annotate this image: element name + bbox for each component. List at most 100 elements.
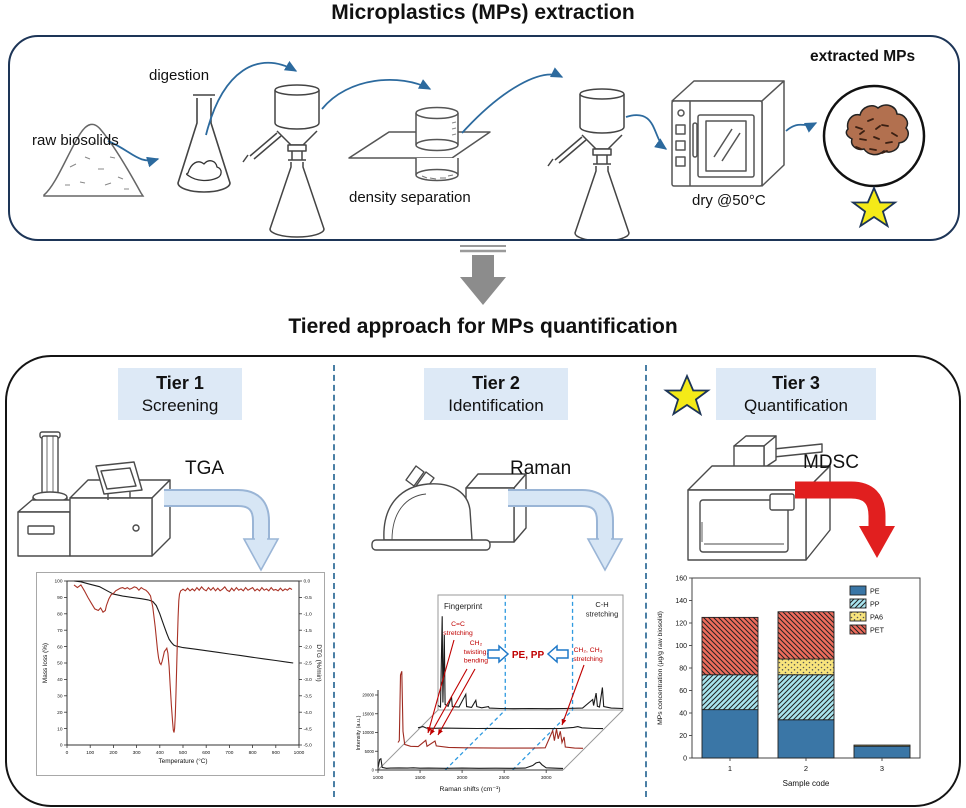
svg-text:3: 3 — [880, 764, 884, 773]
svg-text:DTG (%/min): DTG (%/min) — [315, 644, 322, 681]
svg-text:20: 20 — [57, 710, 63, 716]
tier1-name: Tier 1 — [156, 373, 204, 393]
svg-text:600: 600 — [202, 750, 210, 756]
svg-text:700: 700 — [225, 750, 233, 756]
svg-text:15000: 15000 — [362, 711, 374, 716]
svg-text:60: 60 — [679, 688, 687, 695]
divider-tier1-tier2 — [333, 365, 335, 797]
biosolids-pile-icon — [43, 123, 145, 197]
extraction-box: raw biosolids digestion density separati… — [8, 35, 960, 241]
bar-segment-PP-sample1 — [701, 674, 759, 711]
svg-text:1: 1 — [728, 764, 732, 773]
raman-instrument-illustration — [371, 465, 527, 551]
label-digestion: digestion — [149, 67, 210, 84]
svg-text:90: 90 — [57, 595, 63, 601]
filtration-unit-icon — [242, 84, 325, 238]
bar-segment-PA6-sample3 — [853, 744, 911, 747]
svg-text:50: 50 — [57, 661, 63, 667]
svg-text:100: 100 — [86, 750, 94, 756]
tier2-arrow-icon — [508, 489, 624, 572]
svg-text:100: 100 — [675, 643, 687, 650]
tier3-name: Tier 3 — [772, 373, 820, 393]
bar-segment-PE-sample2 — [777, 719, 835, 759]
svg-text:-1.0: -1.0 — [304, 612, 313, 618]
svg-text:500: 500 — [179, 750, 187, 756]
svg-text:PA6: PA6 — [870, 613, 883, 622]
svg-text:160: 160 — [675, 575, 687, 582]
svg-text:80: 80 — [57, 612, 63, 618]
svg-text:-5.0: -5.0 — [304, 743, 313, 749]
tier3-arrow-icon — [795, 481, 895, 558]
svg-text:-2.5: -2.5 — [304, 661, 313, 667]
svg-text:0: 0 — [683, 755, 687, 762]
label-extracted-mps: extracted MPs — [810, 48, 916, 65]
svg-text:0.0: 0.0 — [304, 579, 311, 585]
svg-text:100: 100 — [54, 579, 62, 585]
svg-text:-2.0: -2.0 — [304, 644, 313, 650]
svg-text:-0.5: -0.5 — [304, 595, 313, 601]
svg-text:bending: bending — [464, 658, 488, 665]
svg-text:-3.5: -3.5 — [304, 694, 313, 700]
svg-text:40: 40 — [57, 677, 63, 683]
svg-text:200: 200 — [109, 750, 117, 756]
tier1-subtitle: Screening — [141, 395, 219, 415]
svg-text:-1.5: -1.5 — [304, 628, 313, 634]
svg-text:400: 400 — [156, 750, 164, 756]
bar-segment-PET-sample2 — [777, 611, 835, 660]
svg-text:10: 10 — [57, 726, 63, 732]
svg-text:stretching: stretching — [573, 656, 603, 663]
svg-text:stretching: stretching — [443, 630, 473, 637]
drying-oven-icon — [671, 80, 785, 187]
svg-text:Temperature (°C): Temperature (°C) — [158, 757, 207, 765]
extraction-illustration — [43, 60, 926, 239]
svg-text:40: 40 — [679, 710, 687, 717]
tier2-subtitle: Identification — [448, 395, 544, 415]
svg-text:80: 80 — [679, 665, 687, 672]
label-density-separation: density separation — [349, 189, 471, 206]
svg-text:2: 2 — [804, 764, 808, 773]
svg-text:800: 800 — [249, 750, 257, 756]
svg-text:-4.5: -4.5 — [304, 726, 313, 732]
svg-text:-4.0: -4.0 — [304, 710, 313, 716]
svg-text:20: 20 — [679, 733, 687, 740]
svg-text:twisting,: twisting, — [464, 649, 489, 656]
tier2-header: Tier 2 Identification — [424, 368, 568, 420]
flow-arrows — [107, 60, 818, 168]
svg-text:Sample code: Sample code — [783, 779, 830, 788]
svg-text:PE: PE — [870, 587, 880, 596]
divider-tier2-tier3 — [645, 365, 647, 797]
svg-text:Intensity (a.u.): Intensity (a.u.) — [356, 715, 362, 750]
label-dry: dry @50°C — [692, 192, 766, 209]
svg-text:PE, PP: PE, PP — [512, 650, 545, 661]
svg-text:140: 140 — [675, 598, 687, 605]
svg-text:C-H: C-H — [595, 600, 608, 609]
filtration-unit-icon — [547, 88, 630, 239]
star-icon — [663, 373, 711, 417]
svg-text:0: 0 — [66, 750, 69, 756]
svg-text:PP: PP — [870, 600, 880, 609]
svg-text:-3.0: -3.0 — [304, 677, 313, 683]
svg-text:2000: 2000 — [457, 775, 468, 781]
bar-segment-PA6-sample2 — [777, 658, 835, 676]
mdsc-technique-label: MDSC — [803, 452, 859, 473]
svg-text:300: 300 — [133, 750, 141, 756]
svg-text:30: 30 — [57, 694, 63, 700]
digestion-flask-icon — [177, 94, 231, 193]
svg-text:20000: 20000 — [362, 693, 374, 698]
svg-text:CH₂, CH₃: CH₂, CH₃ — [574, 647, 603, 654]
svg-text:C=C: C=C — [451, 621, 465, 628]
raman-technique-label: Raman — [510, 458, 572, 479]
svg-text:0: 0 — [60, 743, 63, 749]
bar-segment-PE-sample3 — [853, 745, 911, 759]
tier2-name: Tier 2 — [472, 373, 520, 393]
down-arrow-icon — [460, 245, 506, 305]
tier3-header: Tier 3 Quantification — [716, 368, 876, 420]
extraction-title: Microplastics (MPs) extraction — [331, 1, 635, 24]
svg-text:Fingerprint: Fingerprint — [444, 602, 483, 611]
svg-text:2500: 2500 — [499, 775, 510, 781]
svg-text:stretching: stretching — [586, 610, 619, 619]
tier1-arrow-icon — [164, 489, 280, 572]
extracted-mps-icon — [822, 84, 926, 188]
